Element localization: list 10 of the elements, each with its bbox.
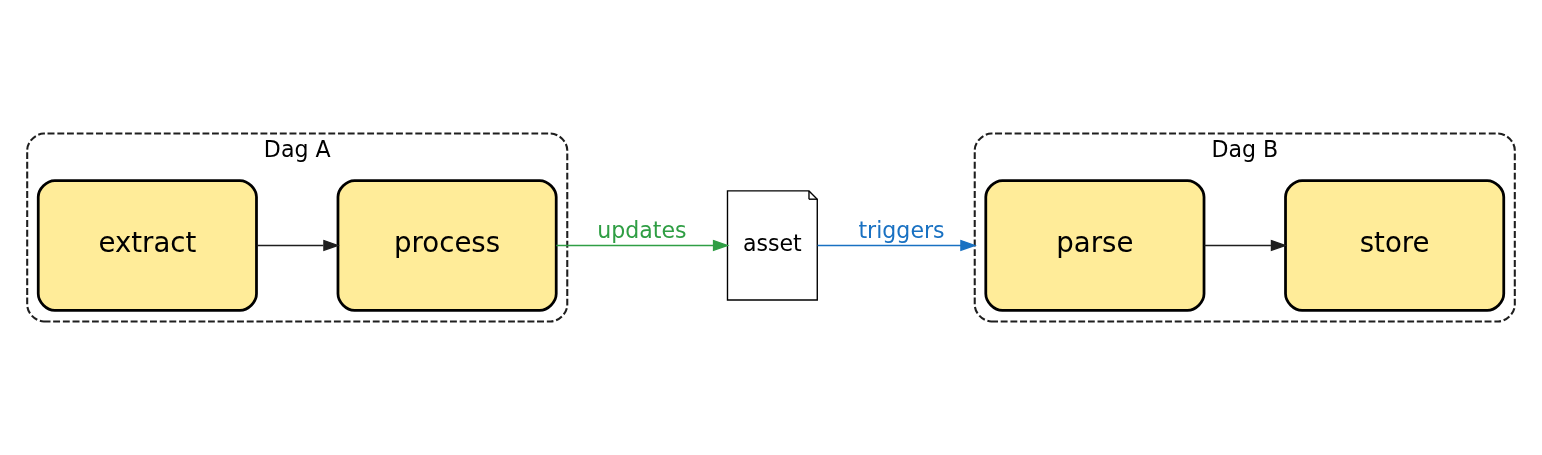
- arrow: [1203, 239, 1288, 252]
- arrow: [555, 239, 730, 252]
- edge-label: updates: [597, 217, 687, 244]
- node-box: parse: [984, 179, 1206, 312]
- arrow: [256, 239, 340, 252]
- arrow: [816, 239, 977, 252]
- node-box: extract: [36, 179, 258, 312]
- node-box: process: [336, 179, 558, 312]
- edge-label: triggers: [858, 217, 945, 244]
- node-box: store: [1284, 179, 1506, 312]
